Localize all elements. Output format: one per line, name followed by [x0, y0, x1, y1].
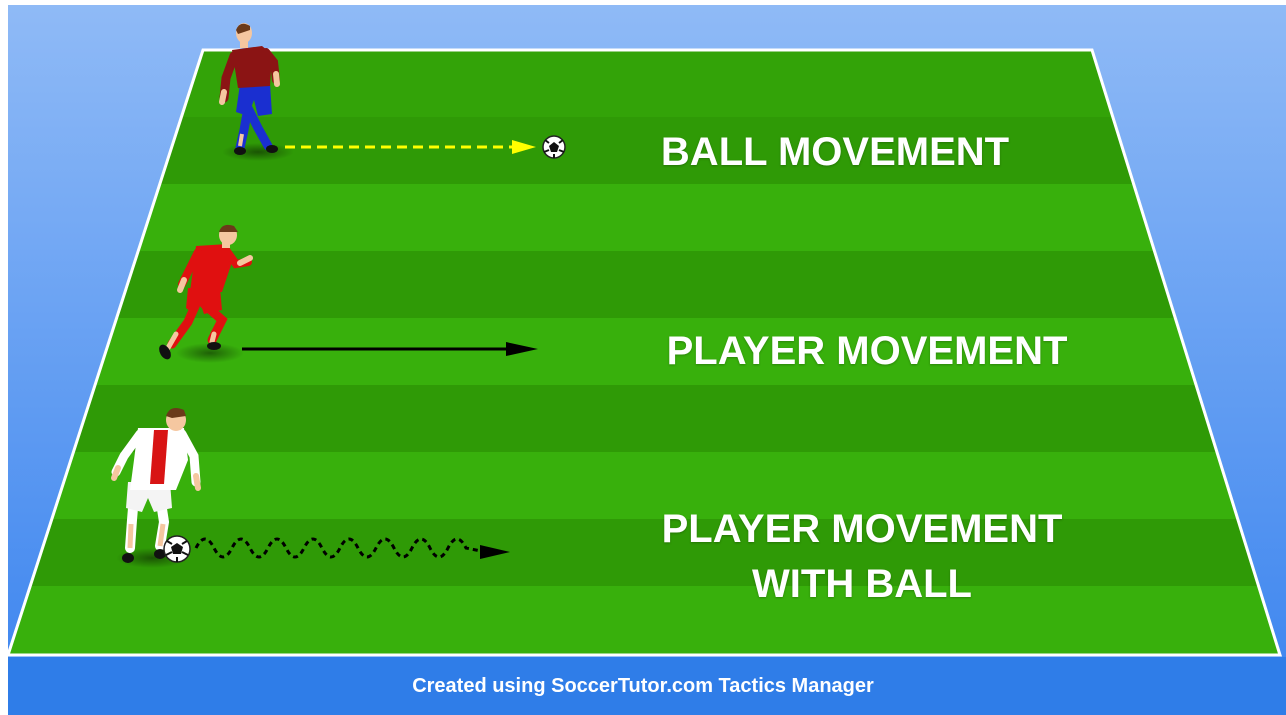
dribble-ball-icon: [163, 535, 191, 563]
legend-player-movement: PLAYER MOVEMENT: [666, 329, 1068, 373]
dribble-arrow-line: [194, 537, 487, 559]
legend-player-movement-with-ball-line2: WITH BALL: [752, 562, 972, 606]
footer-credit: Created using SoccerTutor.com Tactics Ma…: [412, 674, 874, 697]
pitch-boundary-line: [5, 48, 1283, 657]
pitch: [8, 50, 1280, 655]
legend-player-movement-with-ball-line1: PLAYER MOVEMENT: [661, 507, 1063, 551]
legend-ball-movement: BALL MOVEMENT: [660, 130, 1010, 174]
ball-icon: [542, 135, 566, 159]
ball-pass-arrowhead: [512, 140, 536, 154]
dribble-arrowhead: [480, 545, 510, 559]
player-passing-icon: [219, 23, 294, 161]
footer-bar: [8, 657, 1286, 715]
player-running-icon: [159, 224, 253, 363]
run-arrowhead: [506, 342, 538, 356]
